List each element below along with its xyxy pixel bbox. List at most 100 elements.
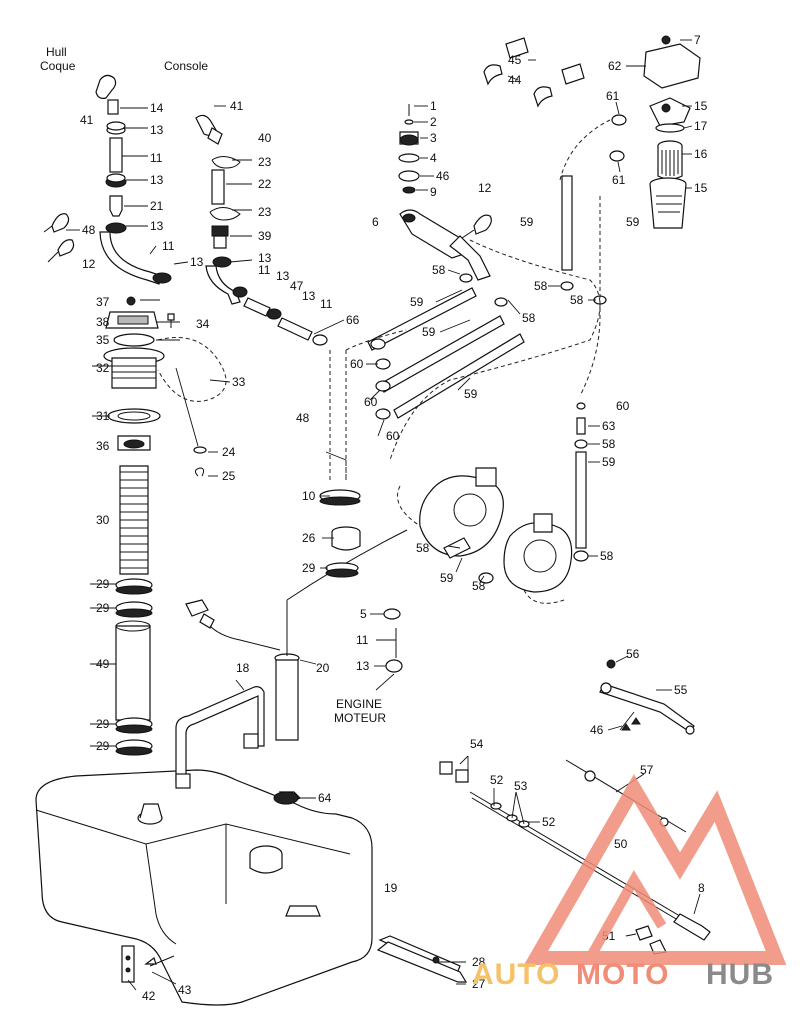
callout-49: 49	[96, 657, 110, 671]
callout-23: 23	[258, 205, 272, 219]
callout-30: 30	[96, 513, 110, 527]
callout-52: 52	[542, 815, 556, 829]
callout-18: 18	[236, 661, 250, 675]
callout-numbers: 41 14 13 11 13 21 13 48 12 11 13 41 40 2…	[80, 33, 708, 1003]
callout-42: 42	[142, 989, 156, 1003]
callout-41: 41	[80, 113, 94, 127]
callout-64: 64	[318, 791, 332, 805]
callout-62: 62	[608, 59, 622, 73]
callout-19: 19	[384, 881, 398, 895]
callout-14: 14	[150, 101, 164, 115]
callout-39: 39	[258, 229, 272, 243]
callout-55: 55	[674, 683, 688, 697]
fuel-filter-assembly	[483, 35, 701, 229]
filler-hose	[119, 465, 149, 575]
callout-48: 48	[296, 411, 310, 425]
callout-36: 36	[96, 439, 110, 453]
callout-29: 29	[96, 601, 110, 615]
callout-34: 34	[196, 317, 210, 331]
callout-46: 46	[590, 723, 604, 737]
callout-22: 22	[258, 177, 272, 191]
watermark-logo	[523, 774, 787, 965]
callout-40: 40	[258, 131, 272, 145]
callout-17: 17	[694, 119, 708, 133]
callout-3: 3	[430, 131, 437, 145]
callout-59: 59	[440, 571, 454, 585]
callout-59: 59	[410, 295, 424, 309]
callout-29: 29	[96, 577, 110, 591]
callout-27: 27	[472, 977, 486, 991]
callout-46: 46	[436, 169, 450, 183]
callout-13: 13	[302, 289, 316, 303]
carburetors	[397, 467, 573, 604]
callout-58: 58	[472, 579, 486, 593]
callout-13: 13	[150, 173, 164, 187]
callout-13: 13	[356, 659, 370, 673]
callout-59: 59	[520, 215, 534, 229]
callout-58: 58	[432, 263, 446, 277]
callout-9: 9	[430, 185, 437, 199]
callout-11: 11	[320, 297, 333, 311]
callout-58: 58	[600, 549, 614, 563]
callout-13: 13	[258, 251, 272, 265]
filler-cap-assembly	[103, 296, 227, 756]
callout-43: 43	[178, 983, 192, 997]
cable-assembly	[376, 659, 711, 983]
callout-15: 15	[694, 99, 708, 113]
callout-59: 59	[422, 325, 436, 339]
callout-47: 47	[290, 279, 304, 293]
callout-26: 26	[302, 531, 316, 545]
callout-32: 32	[96, 361, 110, 375]
callout-25: 25	[222, 469, 236, 483]
label-moteur: MOTEUR	[334, 711, 386, 725]
callout-29: 29	[302, 561, 316, 575]
callout-31: 31	[96, 409, 110, 423]
callout-33: 33	[232, 375, 246, 389]
fuel-tank	[35, 769, 373, 1006]
tank-strap	[175, 686, 265, 789]
callout-29: 29	[96, 739, 110, 753]
callout-6: 6	[372, 215, 379, 229]
callout-50: 50	[614, 837, 628, 851]
callout-11: 11	[162, 239, 175, 253]
callout-58: 58	[416, 541, 430, 555]
callout-60: 60	[386, 429, 400, 443]
callout-23: 23	[258, 155, 272, 169]
callout-11: 11	[356, 633, 369, 647]
callout-7: 7	[694, 33, 701, 47]
watermark-hub: HUB	[706, 958, 774, 991]
callout-24: 24	[222, 445, 236, 459]
callout-37: 37	[96, 295, 110, 309]
callout-4: 4	[430, 151, 437, 165]
callout-59: 59	[602, 455, 616, 469]
callout-48: 48	[82, 223, 96, 237]
right-fuel-line	[559, 119, 611, 562]
callout-56: 56	[626, 647, 640, 661]
callout-52: 52	[490, 773, 504, 787]
callout-20: 20	[316, 661, 330, 675]
callout-61: 61	[606, 89, 620, 103]
callout-59: 59	[626, 215, 640, 229]
callout-58: 58	[570, 293, 584, 307]
callout-10: 10	[302, 489, 316, 503]
watermark-wordmark: AUTO MOTO HUB	[472, 958, 774, 991]
callout-44: 44	[508, 73, 522, 87]
callout-41: 41	[230, 99, 244, 113]
engine-fitting	[383, 608, 403, 673]
watermark-moto: MOTO	[576, 958, 669, 991]
watermark-triangle-icon	[523, 774, 787, 965]
label-hull: Hull	[46, 45, 67, 59]
callout-35: 35	[96, 333, 110, 347]
callout-61: 61	[612, 173, 626, 187]
callout-5: 5	[360, 607, 367, 621]
callout-28: 28	[472, 955, 486, 969]
callout-1: 1	[430, 99, 437, 113]
callout-57: 57	[640, 763, 654, 777]
callout-21: 21	[150, 199, 164, 213]
label-engine: ENGINE	[336, 697, 382, 711]
callout-11: 11	[258, 263, 271, 277]
leader-lines	[66, 39, 701, 991]
callout-38: 38	[96, 315, 110, 329]
callout-13: 13	[276, 269, 290, 283]
callout-11: 11	[150, 151, 163, 165]
